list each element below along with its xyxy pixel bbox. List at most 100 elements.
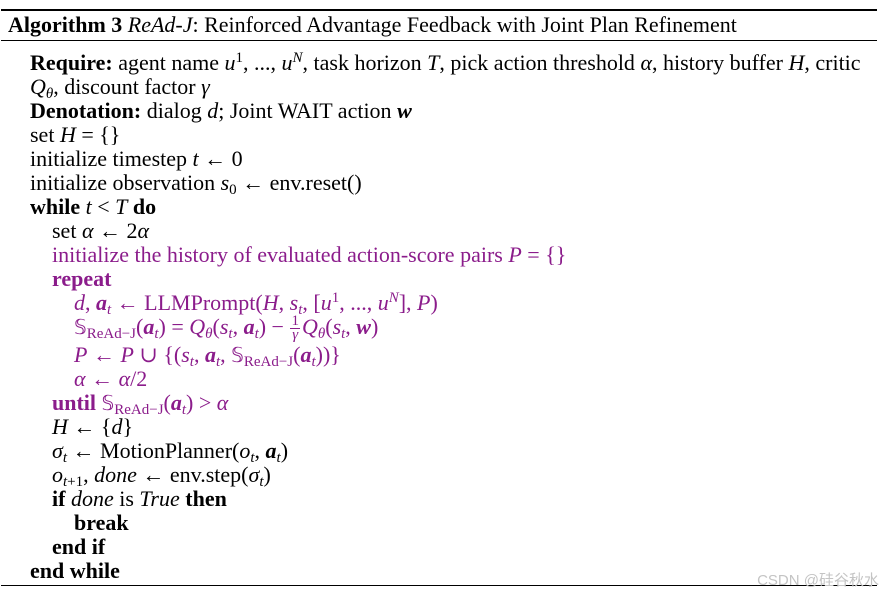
bold-text: until xyxy=(52,390,102,415)
italic-text: α xyxy=(81,218,94,243)
superscript: 1 xyxy=(331,290,340,306)
text-run: dialog xyxy=(141,98,208,123)
text-run: , xyxy=(232,314,244,339)
line-env-step: ot+1, done ← env.step(σt) xyxy=(0,462,884,490)
italic-text: γ xyxy=(201,74,210,99)
text-run: ; Joint WAIT action xyxy=(218,98,398,123)
text-run: ← env.reset() xyxy=(236,170,362,195)
text-run: set xyxy=(52,218,82,243)
subscript: t xyxy=(62,450,68,466)
text-run: , xyxy=(85,290,96,315)
line-set-alpha: set α ← 2α xyxy=(0,219,884,243)
italic-text: α xyxy=(216,390,229,415)
line-if-done: if done is True then xyxy=(0,487,884,511)
italic-text: u xyxy=(377,290,389,315)
italic-text: H xyxy=(59,122,76,147)
italic-text: σ xyxy=(52,438,63,463)
bold-italic-symbol: a xyxy=(143,314,155,339)
bold-italic-symbol: a xyxy=(243,314,255,339)
line-init-observation: initialize observation s0 ← env.reset() xyxy=(0,170,884,198)
line-require: Require: agent name u1, ..., uN, task ho… xyxy=(0,51,884,75)
line-set-history: set H = {} xyxy=(0,123,884,147)
bold-text: Require: xyxy=(30,50,113,75)
italic-text: s xyxy=(181,342,190,367)
text-run: , xyxy=(220,342,232,367)
italic-text: s xyxy=(332,314,342,339)
text-run: = {} xyxy=(75,122,121,147)
text-run: set xyxy=(30,122,60,147)
line-end-while: end while xyxy=(0,559,884,583)
text-run: ← { xyxy=(67,414,112,439)
text-run: initialize timestep xyxy=(30,146,193,171)
text-run: , task horizon xyxy=(302,50,428,75)
double-struck-symbol: 𝕊 xyxy=(101,391,115,415)
subscript: t xyxy=(228,326,233,342)
calligraphic-symbol: P xyxy=(74,342,88,367)
bold-italic-symbol: a xyxy=(300,342,312,367)
italic-text: s xyxy=(289,290,299,315)
fraction-denominator: γ xyxy=(292,327,299,344)
bottom-rule xyxy=(1,585,877,586)
text-run: ) xyxy=(370,314,379,339)
calligraphic-symbol: P xyxy=(508,242,522,267)
bold-text: repeat xyxy=(52,266,112,291)
watermark: CSDN @硅谷秋水 xyxy=(757,572,879,589)
subscript: t xyxy=(259,474,264,490)
subscript: t xyxy=(298,302,303,318)
bold-text: break xyxy=(74,510,129,535)
subscript: t xyxy=(107,302,112,318)
text-run: ( xyxy=(136,314,144,339)
line-denotation: Denotation: dialog d; Joint WAIT action … xyxy=(0,99,884,123)
italic-text: T xyxy=(427,50,440,75)
line-init-timestep: initialize timestep t ← 0 xyxy=(0,147,884,171)
italic-text: done xyxy=(94,462,137,487)
subscript: θ xyxy=(45,86,54,102)
italic-text: Q xyxy=(189,314,206,339)
bold-italic-symbol: w xyxy=(397,98,412,123)
text-run: ( xyxy=(293,342,301,367)
text-run: ))} xyxy=(315,342,341,367)
bold-italic-symbol: w xyxy=(356,314,371,339)
text-run: ∪ {( xyxy=(133,342,182,367)
text-run: , xyxy=(254,438,266,463)
text-run: , xyxy=(193,342,205,367)
italic-text: True xyxy=(139,486,180,511)
double-struck-symbol: 𝕊 xyxy=(231,343,244,367)
text-run: ← 2 xyxy=(93,218,138,243)
italic-text: t xyxy=(192,146,199,171)
algorithm-caption: Algorithm 3 ReAd-J: Reinforced Advantage… xyxy=(8,13,737,37)
text-run: is xyxy=(113,486,140,511)
line-update-pairs: P ← P ∪ {(st, at, 𝕊ReAd−J(at))} xyxy=(0,342,884,370)
line-while: while t < T do xyxy=(0,195,884,219)
bold-text: then xyxy=(179,486,227,511)
text-run: ) xyxy=(430,290,438,315)
text-run: ← MotionPlanner( xyxy=(67,438,240,463)
subscript: t xyxy=(215,354,221,370)
calligraphic-symbol: P xyxy=(417,290,431,315)
subscript: t xyxy=(181,402,187,418)
text-run: ( xyxy=(325,314,333,339)
italic-text: α xyxy=(118,366,131,391)
subscript: ReAd−J xyxy=(86,326,136,342)
superscript: N xyxy=(292,50,303,66)
italic-text: Q xyxy=(301,314,318,339)
text-run: initialize observation xyxy=(30,170,221,195)
bold-text: do xyxy=(127,194,157,219)
text-run: ← xyxy=(85,366,119,391)
italic-text: ReAd-J xyxy=(127,12,193,37)
italic-text: done xyxy=(70,486,114,511)
top-rule xyxy=(1,9,877,11)
text-run: ( xyxy=(163,390,171,415)
italic-text: s xyxy=(219,314,229,339)
bold-text: end while xyxy=(30,558,120,583)
subscript: 0 xyxy=(229,182,237,198)
line-repeat: repeat xyxy=(0,267,884,291)
subscript: t xyxy=(341,326,346,342)
line-set-history-dialog: H ← {d} xyxy=(0,415,884,439)
text-run: ← LLMPrompt( xyxy=(111,290,263,315)
subscript: +1 xyxy=(67,474,84,490)
line-motion-planner: σt ← MotionPlanner(ot, at) xyxy=(0,438,884,466)
subscript: θ xyxy=(205,326,213,342)
text-run: ) xyxy=(280,438,289,463)
